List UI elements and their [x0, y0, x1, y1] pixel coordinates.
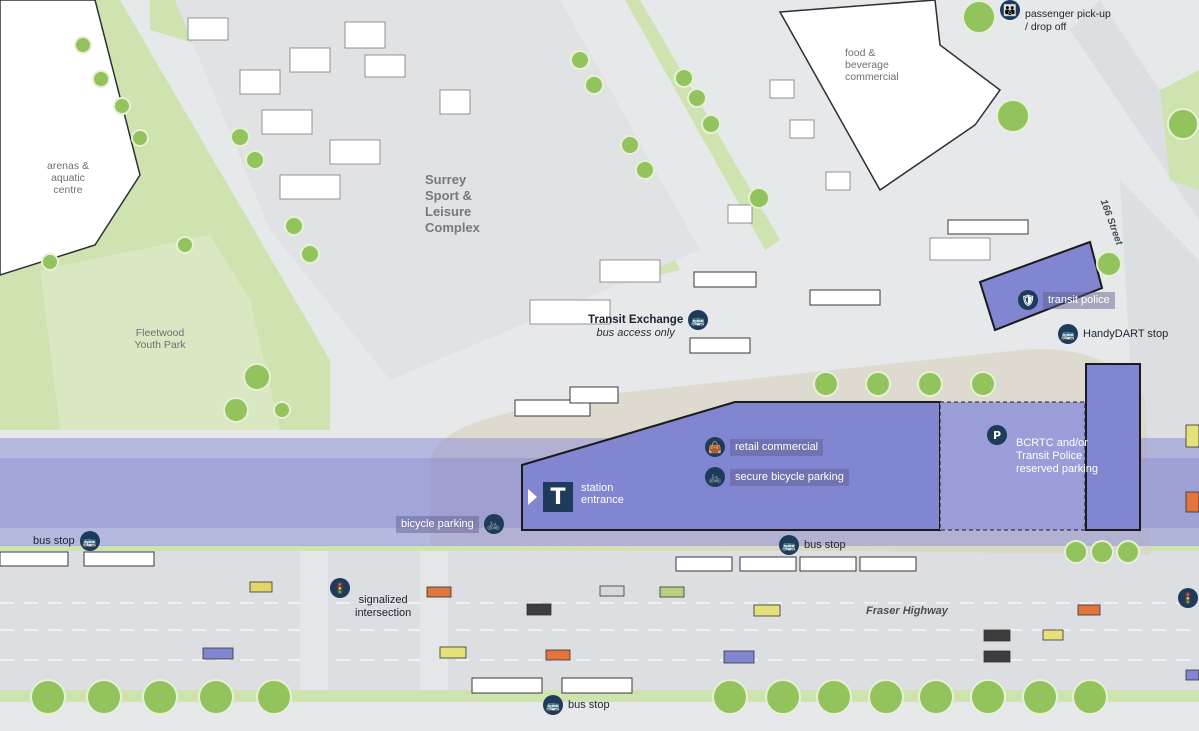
handydart-label: HandyDART stop	[1083, 327, 1169, 340]
arena-building	[0, 0, 141, 276]
food-building	[778, 0, 1002, 192]
food-label: food & beverage commercial	[845, 47, 899, 83]
bicycle-parking-label: bicycle parking	[396, 515, 479, 533]
bus-stop-left-icon: 🚌	[79, 531, 100, 551]
cars	[202, 424, 1199, 681]
station-entrance-label[interactable]: station entrance	[581, 482, 624, 506]
buses	[0, 219, 1029, 694]
bicycle-parking-icon: 🚲	[483, 514, 504, 534]
parking-icon: P	[987, 425, 1007, 445]
passenger-pickup-poi[interactable]: 👪 passenger pick-up / drop off	[1000, 0, 1111, 34]
bicycle-parking-poi[interactable]: bicycle parking 🚲	[396, 514, 504, 534]
bus-stop-mid-poi[interactable]: 🚌 bus stop	[779, 535, 846, 555]
park-label: Fleetwood Youth Park	[134, 327, 186, 351]
roads	[0, 602, 1199, 661]
shopping-bag-icon: 👜	[705, 437, 725, 457]
trees	[30, 0, 1199, 715]
people-icon: 👪	[1000, 0, 1020, 20]
handydart-poi[interactable]: 🚌 HandyDART stop	[1058, 324, 1168, 344]
fleetwood-park-area	[40, 235, 280, 430]
bus-stop-bottom-poi[interactable]: 🚌 bus stop	[543, 695, 610, 715]
retail-label: retail commercial	[730, 438, 824, 456]
transit-exchange-poi[interactable]: Transit Exchange bus access only 🚌	[588, 310, 709, 340]
parking-stalls	[187, 17, 991, 325]
bus-stop-bottom-label: bus stop	[568, 698, 610, 711]
transit-police-label: transit police	[1043, 291, 1115, 309]
bcrtc-parking-poi[interactable]: P BCRTC and/or Transit Police reserved p…	[987, 425, 1098, 476]
bus-stop-left-label: bus stop	[33, 534, 75, 547]
station-entrance-arrow-icon	[528, 489, 537, 505]
transit-exchange-subtitle: bus access only	[596, 327, 675, 339]
arenas-label: arenas & aquatic centre	[46, 160, 90, 196]
secure-bike-poi[interactable]: 🚲 secure bicycle parking	[705, 467, 849, 487]
secure-bike-label: secure bicycle parking	[730, 468, 849, 486]
sport-complex-label: Surrey Sport & Leisure Complex	[425, 172, 480, 235]
east-building	[1085, 363, 1141, 531]
passenger-pickup-label: passenger pick-up / drop off	[1025, 8, 1111, 33]
bcrtc-parking-structure	[939, 401, 1086, 531]
bus-stop-left-poi[interactable]: bus stop 🚌	[33, 531, 100, 551]
transit-police-building	[978, 240, 1104, 332]
retail-poi[interactable]: 👜 retail commercial	[705, 437, 824, 457]
signalized-intersection-poi[interactable]: 🚦 signalized intersection	[330, 578, 411, 620]
police-icon: 🛡	[1018, 290, 1038, 310]
bcrtc-label: BCRTC and/or Transit Police reserved par…	[1016, 437, 1098, 475]
transit-police-poi[interactable]: 🛡 transit police	[1018, 290, 1115, 310]
bus-icon: 🚌	[688, 310, 709, 330]
handydart-bus-icon: 🚌	[1058, 324, 1078, 344]
fraser-highway-label: Fraser Highway	[866, 605, 948, 617]
bus-stop-bottom-icon: 🚌	[543, 695, 563, 715]
transit-exchange-title: Transit Exchange	[588, 314, 684, 326]
bicycle-icon: 🚲	[705, 467, 725, 487]
traffic-light-icon: 🚦	[330, 578, 350, 598]
bus-stop-mid-icon: 🚌	[779, 535, 799, 555]
bus-stop-mid-label: bus stop	[804, 538, 846, 551]
train-station-icon: T	[543, 482, 573, 512]
signalized-label: signalized intersection	[355, 594, 412, 619]
traffic-light-right-icon: 🚦	[1178, 588, 1198, 608]
parking-lot	[175, 0, 700, 380]
